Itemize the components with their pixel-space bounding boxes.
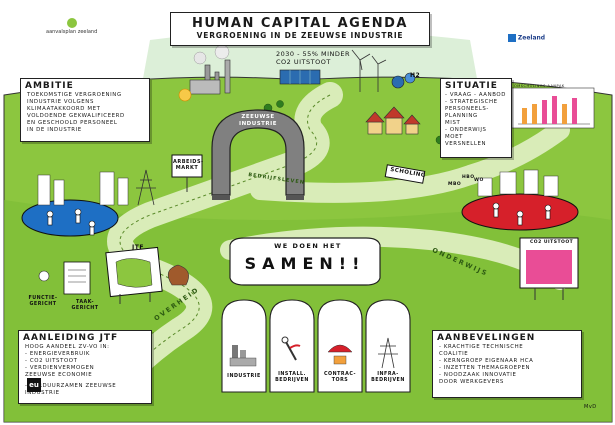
ambitie-line: INDUSTRIE VOLGENS [27, 99, 94, 105]
ambitie-heading: AMBITIE [25, 81, 74, 91]
houses-icon [365, 106, 421, 135]
co2-label: CO2 UITSTOOT [530, 240, 574, 245]
arch-label: ZEEUWSE INDUSTRIE [239, 114, 277, 127]
functiegericht-label: FUNCTIE- GERICHT [28, 296, 58, 307]
aanbevelingen-list: - KRACHTIGE TECHNISCHE COALITIE - KERNGR… [439, 344, 581, 386]
mini-bar-chart-icon [511, 87, 595, 129]
ambitie-line: EN GESCHOOLD PERSONEEL [27, 120, 118, 126]
ambitie-line: IN DE INDUSTRIE [27, 127, 82, 133]
aanbevelingen-line: - INZETTEN THEMAGROEPEN [439, 365, 531, 371]
money-bag-icon [167, 264, 189, 286]
situatie-line: PLANNING [445, 113, 478, 119]
aanbevelingen-box: AANBEVELINGEN - KRACHTIGE TECHNISCHE COA… [432, 330, 582, 398]
aanbevelingen-line: COALITIE [439, 351, 469, 357]
signature: MvD [584, 404, 597, 410]
blue-pool-icon [21, 199, 119, 237]
checklist-icon [38, 261, 91, 295]
wrench-icon [281, 336, 301, 361]
aanbevelingen-heading: AANBEVELINGEN [437, 333, 536, 343]
aanbevelingen-line: - KERNGROEP EIGENAAR HCA [439, 358, 534, 364]
arbeidsmarkt-sign: ARBEIDS- MARKT [173, 159, 204, 171]
logo-right-text: Zeeland [517, 34, 546, 42]
sector-label-installatie: INSTALL. BEDRIJVEN [275, 372, 309, 383]
aanleiding-heading: AANLEIDING JTF [23, 333, 119, 343]
sector-label-industrie: INDUSTRIE [227, 374, 261, 379]
ambitie-box: AMBITIE TOEKOMSTIGE VERGROENING INDUSTRI… [20, 78, 150, 142]
aanleiding-line: HOOG AANDEEL ZV-VO IN: [25, 344, 110, 350]
aanleiding-line: - VERDIENVERMOGEN [25, 365, 95, 371]
situatie-heading: SITUATIE [445, 81, 498, 91]
solar-panels-icon [279, 69, 321, 85]
jtf-label: JTF [132, 244, 144, 251]
sun-icon [178, 88, 192, 102]
pylon-icon [378, 337, 398, 369]
hbo-label: HBO [462, 175, 475, 180]
mbo-label: MBO [448, 182, 462, 187]
situatie-line: VERSNELLEN [445, 141, 487, 147]
power-pylon-icon [136, 169, 156, 206]
samen-bubble-shape [229, 237, 381, 286]
hardhat-icon [327, 344, 353, 365]
page-title: HUMAN CAPITAL AGENDA [192, 16, 408, 31]
aanbevelingen-line: - NOODZAAK INNOVATIE [439, 372, 517, 378]
situatie-line: MIST [445, 120, 461, 126]
wind-turbine-icon [351, 49, 387, 92]
aanleiding-line: INDUSTRIE [25, 390, 60, 396]
pink-billboard-icon [519, 237, 579, 300]
situatie-line: MOET [445, 134, 463, 140]
ambitie-line: TOEKOMSTIGE VERGROENING [27, 92, 122, 98]
page-subtitle: VERGROENING IN DE ZEEUWSE INDUSTRIE [196, 31, 404, 40]
arch-gate-icon [211, 109, 305, 200]
ambitie-line: VOLDOENDE GEKWALIFICEERD [27, 113, 125, 119]
aanleiding-box: AANLEIDING JTF HOOG AANDEEL ZV-VO IN: - … [18, 330, 152, 404]
ambitie-line: KLIMAATAKKOORD MET [27, 106, 101, 112]
sector-label-infra: INFRA- BEDRIJVEN [371, 372, 405, 383]
aanleiding-line: - VERDUURZAMEN ZEEUWSE [25, 383, 117, 389]
situatie-box: SITUATIE - VRAAG - AANBOD - STRATEGISCHE… [440, 78, 512, 158]
situatie-line: - STRATEGISCHE [445, 99, 498, 105]
situatie-line: PERSONEELS- [445, 106, 489, 112]
factory-skyline-icon [189, 44, 231, 95]
samen-main-text: SAMEN!! [244, 254, 366, 273]
aanbevelingen-line: DOOR WERKGEVERS [439, 379, 504, 385]
ambitie-list: TOEKOMSTIGE VERGROENING INDUSTRIE VOLGEN… [27, 92, 149, 134]
aanleiding-line: ZEEUWSE ECONOMIE [25, 372, 93, 378]
situatie-line: - VRAAG - AANBOD [445, 92, 507, 98]
samen-top-text: WE DOEN HET [274, 242, 342, 250]
jtf-map-icon [105, 246, 163, 304]
logo-left-text: aanvalsplan zeeland [46, 29, 98, 35]
factory-icon [229, 345, 257, 367]
hydrogen-molecule-icon [391, 72, 416, 89]
eu-logo: eu [27, 378, 41, 392]
sector-arch-industrie [221, 299, 267, 393]
aanleiding-line: - ENERGIEVERBRUIK [25, 351, 90, 357]
situatie-list: - VRAAG - AANBOD - STRATEGISCHE PERSONEE… [445, 92, 511, 148]
title-banner: HUMAN CAPITAL AGENDA VERGROENING IN DE Z… [170, 12, 430, 46]
sector-label-contractors: CONTRAC- TORS [324, 372, 356, 383]
aanvalsplan-logo: aanvalsplan zeeland [46, 18, 97, 35]
taakgericht-label: TAAK- GERICHT [71, 300, 99, 311]
zeeland-logo: Zeeland [508, 34, 545, 42]
goal-text: 2030 - 55% MINDER CO2 UITSTOOT [276, 50, 351, 66]
aanbevelingen-line: - KRACHTIGE TECHNISCHE [439, 344, 524, 350]
chart-title: OMSCHOLINGS-AANPAK [514, 84, 565, 88]
situatie-line: - ONDERWIJS [445, 127, 487, 133]
aanleiding-list: HOOG AANDEEL ZV-VO IN: - ENERGIEVERBRUIK… [25, 344, 151, 397]
aanleiding-line: - CO2 UITSTOOT [25, 358, 78, 364]
wo-label: WO [474, 178, 484, 183]
h2-label: H2 [410, 72, 421, 79]
